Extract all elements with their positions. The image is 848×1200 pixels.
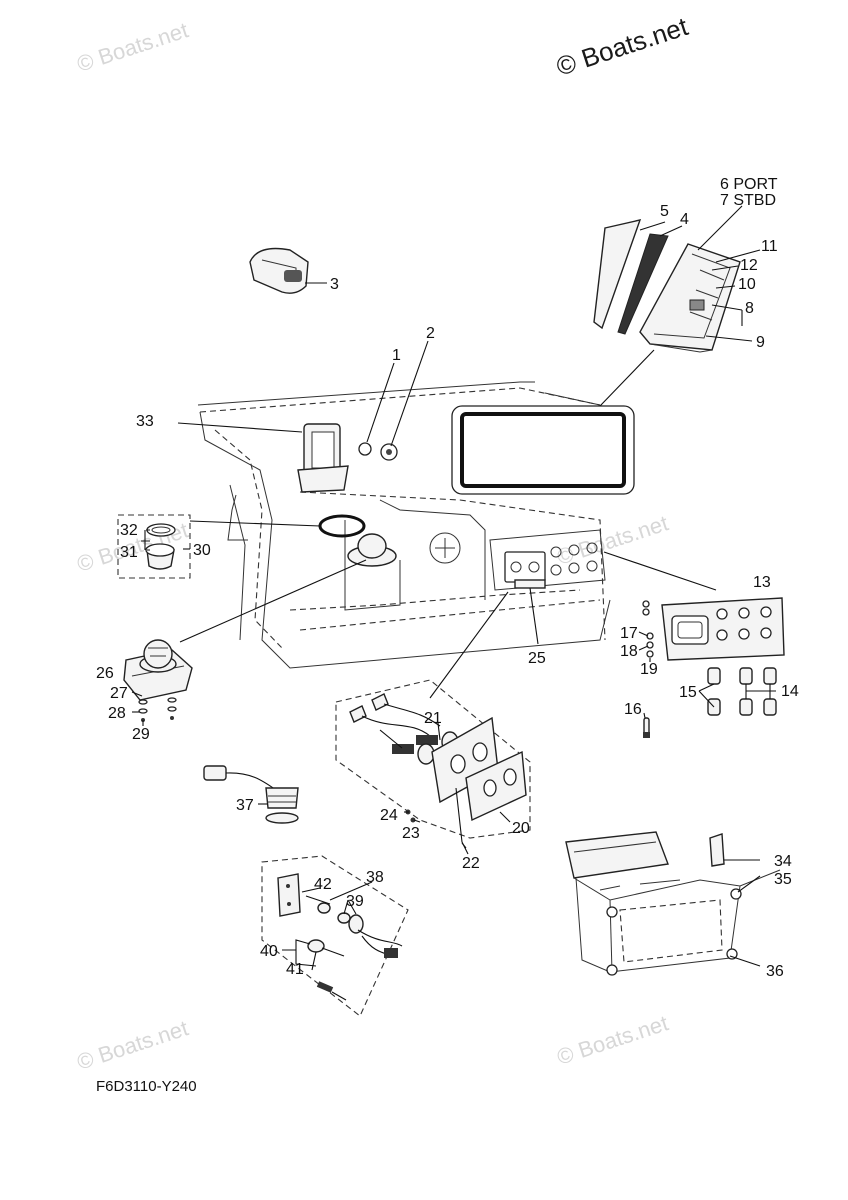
- watermark-top-right: © Boats.net: [553, 11, 693, 82]
- callout-37: 37: [236, 797, 254, 814]
- callout-16: 16: [624, 701, 642, 718]
- callout-3: 3: [330, 276, 339, 293]
- phone-holder: [297, 423, 349, 493]
- callout-23: 23: [402, 825, 420, 842]
- callout-4: 4: [680, 211, 689, 228]
- callout-19: 19: [640, 661, 658, 678]
- callout-26: 26: [96, 665, 114, 682]
- callout-6: 6 PORT: [720, 176, 778, 193]
- callout-32: 32: [120, 522, 138, 539]
- panel-fasteners: [646, 632, 654, 658]
- callout-27: 27: [110, 685, 128, 702]
- callout-15: 15: [679, 684, 697, 701]
- callout-42: 42: [314, 876, 332, 893]
- leader-lines: [131, 205, 776, 967]
- callout-22: 22: [462, 855, 480, 872]
- transducer: [203, 765, 299, 824]
- joystick-assembly: [123, 639, 193, 722]
- callout-10: 10: [738, 276, 756, 293]
- callout-31: 31: [120, 544, 138, 561]
- callout-25: 25: [528, 650, 546, 667]
- callout-40: 40: [260, 943, 278, 960]
- callout-5: 5: [660, 203, 669, 220]
- console-switches: [358, 442, 398, 461]
- callout-28: 28: [108, 705, 126, 722]
- console-outline: [197, 381, 611, 669]
- callout-8: 8: [745, 300, 754, 317]
- display-screen: [451, 405, 635, 495]
- callout-labels: 1 2 3 4 5 6 PORT 7 STBD 8 9 10 11 12 13 …: [96, 176, 799, 980]
- watermark-top-left: © Boats.net: [74, 17, 191, 76]
- callout-14: 14: [781, 683, 799, 700]
- key-fob: [249, 247, 309, 294]
- callout-20: 20: [512, 820, 530, 837]
- callout-11: 11: [761, 238, 778, 255]
- callout-41: 41: [286, 961, 304, 978]
- console-joystick: [347, 533, 397, 567]
- gauge-housing: [639, 243, 741, 353]
- watermark-mid-right: © Boats.net: [554, 510, 671, 569]
- callout-36: 36: [766, 963, 784, 980]
- diagram-code: F6D3110-Y240: [96, 1078, 197, 1095]
- callout-33: 33: [136, 413, 154, 430]
- switch-panel-plate: [642, 597, 785, 661]
- callout-39: 39: [346, 893, 364, 910]
- callout-17: 17: [620, 625, 638, 642]
- callout-9: 9: [756, 334, 765, 351]
- callout-13: 13: [753, 574, 771, 591]
- watermark-bottom-left: © Boats.net: [74, 1015, 191, 1074]
- callout-7: 7 STBD: [720, 192, 776, 209]
- display-frame: [565, 831, 781, 976]
- callout-34: 34: [774, 853, 792, 870]
- callout-1: 1: [392, 347, 401, 364]
- usb-panel-group: [335, 679, 531, 849]
- cup-holder-ring: [318, 514, 366, 538]
- callout-24: 24: [380, 807, 398, 824]
- callout-29: 29: [132, 726, 150, 743]
- callout-2: 2: [426, 325, 435, 342]
- cup-holder-group: [117, 514, 191, 579]
- watermark-bottom-right: © Boats.net: [554, 1010, 671, 1069]
- callout-21: 21: [424, 710, 442, 727]
- callout-12: 12: [740, 257, 758, 274]
- pin: [643, 717, 650, 738]
- callout-30: 30: [193, 542, 211, 559]
- callout-35: 35: [774, 871, 792, 888]
- callout-18: 18: [620, 643, 638, 660]
- harness-group: [261, 855, 409, 1017]
- callout-38: 38: [366, 869, 384, 886]
